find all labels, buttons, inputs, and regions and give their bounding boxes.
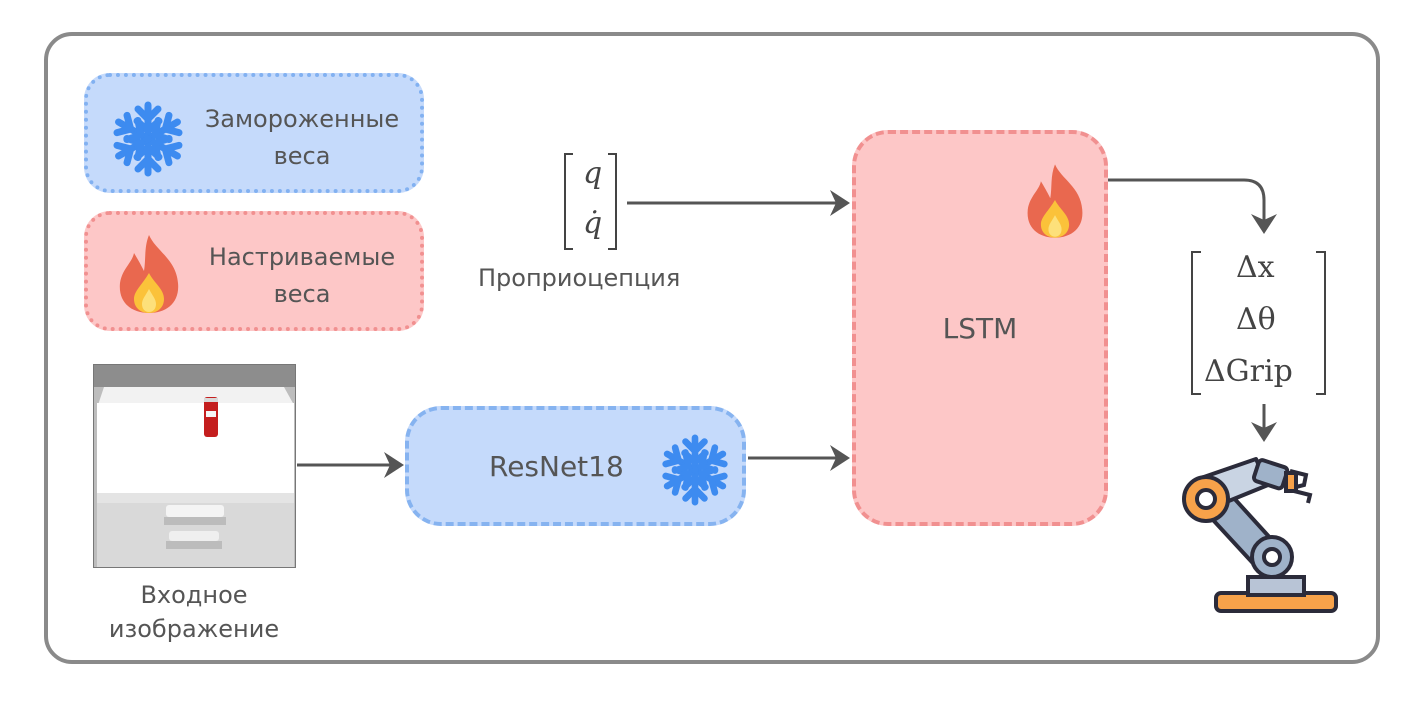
arrow-lstm-to-output [1108, 178, 1266, 224]
output-bracket-left [1191, 251, 1201, 395]
proprioception-bracket-right [608, 153, 617, 250]
flame-icon [116, 233, 182, 319]
legend-trainable-label-line1: Настриваемые [208, 243, 396, 271]
resnet-label: ResNet18 [489, 450, 624, 483]
robot-arm-icon [1170, 455, 1340, 619]
output-bracket-right [1316, 251, 1326, 395]
legend-trainable-weights: Настриваемые веса [84, 211, 424, 331]
output-delta-grip-text: ΔGrip [1204, 354, 1293, 389]
proprioception-q-dot: q̇ [583, 206, 603, 241]
lstm-block: LSTM [852, 130, 1108, 526]
input-caption-line1: Входное [140, 581, 248, 609]
output-delta-grip: ΔGrip [1204, 354, 1293, 389]
input-image [93, 364, 296, 568]
legend-frozen-label-line2: веса [273, 142, 331, 170]
legend-trainable-label-line2: веса [273, 280, 331, 308]
snowflake-icon [110, 101, 186, 181]
output-delta-theta: Δθ [1236, 302, 1276, 337]
output-delta-x-text: Δx [1236, 250, 1275, 285]
legend-frozen-label-line1: Замороженные [204, 105, 400, 133]
proprioception-caption: Проприоцепция [478, 264, 681, 292]
output-delta-x: Δx [1236, 250, 1275, 285]
diagram-frame [44, 32, 1380, 664]
proprioception-bracket-left [564, 153, 573, 250]
input-caption-line2: изображение [108, 615, 280, 643]
resnet-block: ResNet18 [405, 406, 746, 526]
output-delta-theta-text: Δθ [1236, 302, 1276, 337]
lstm-label: LSTM [942, 312, 1018, 345]
legend-frozen-weights: Замороженные веса [84, 73, 424, 193]
flame-icon [1024, 160, 1086, 246]
snowflake-icon [659, 432, 731, 512]
proprioception-q: q [583, 156, 603, 191]
input-caption: Входное изображение [94, 578, 294, 646]
